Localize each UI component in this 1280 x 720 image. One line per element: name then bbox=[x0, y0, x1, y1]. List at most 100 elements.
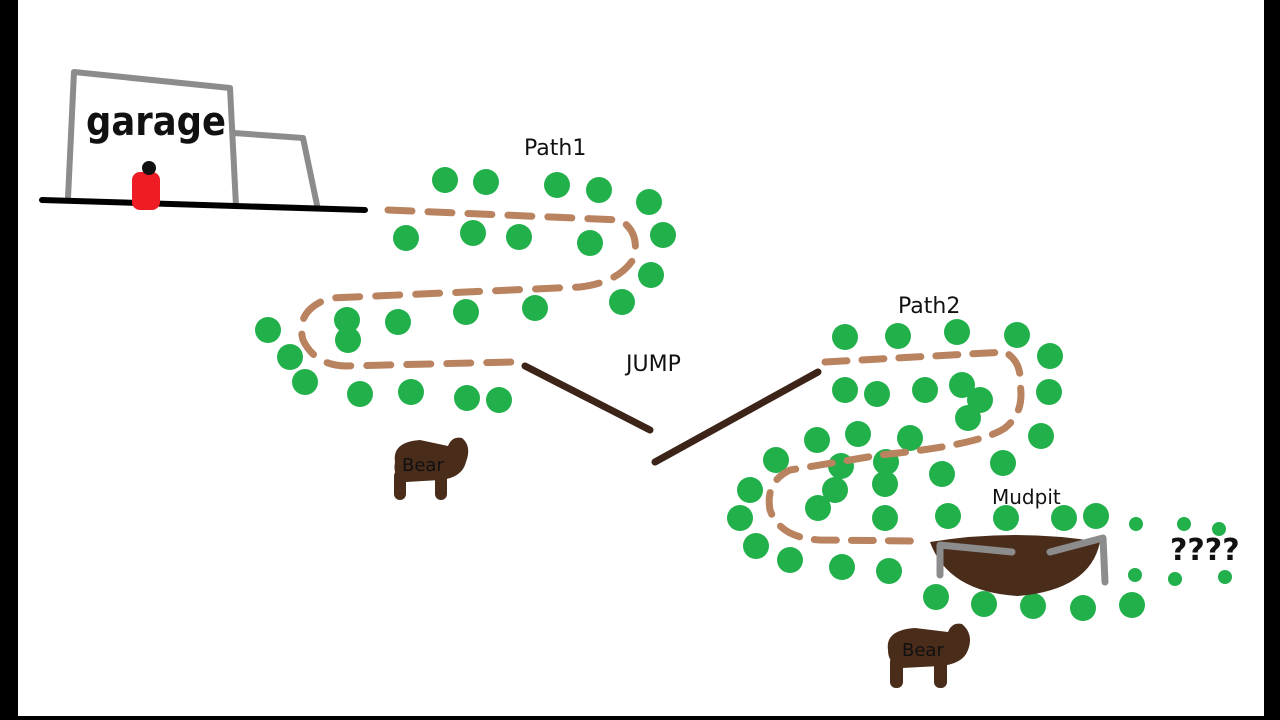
path2-tree-icon bbox=[1083, 503, 1109, 529]
path2-tree-icon bbox=[955, 405, 981, 431]
ground-line bbox=[39, 197, 368, 213]
path2-tree-icon bbox=[949, 372, 975, 398]
path1-tree-icon bbox=[334, 307, 360, 333]
path2-tree-icon bbox=[832, 377, 858, 403]
path2-tree-icon bbox=[737, 477, 763, 503]
path1-tree-icon bbox=[460, 220, 486, 246]
path1-tree-icon bbox=[454, 385, 480, 411]
bear-2-leg-front bbox=[890, 656, 903, 688]
path2-tree-icon bbox=[1128, 568, 1142, 582]
path2-tree-icon bbox=[897, 425, 923, 451]
path2-tree-icon bbox=[993, 505, 1019, 531]
mudpit-rail-right bbox=[1046, 534, 1109, 586]
path1-route bbox=[298, 206, 639, 370]
red-car-icon bbox=[132, 172, 160, 210]
path2-tree-icon bbox=[1004, 322, 1030, 348]
path2-tree-icon bbox=[876, 558, 902, 584]
path2-tree-icon bbox=[872, 471, 898, 497]
path1-tree-icon bbox=[398, 379, 424, 405]
path2-tree-icon bbox=[990, 450, 1016, 476]
path2-tree-icon bbox=[777, 547, 803, 573]
garage-outline bbox=[65, 69, 239, 209]
path1-tree-icon bbox=[473, 169, 499, 195]
path1-tree-icon bbox=[393, 225, 419, 251]
mudpit-label: Mudpit bbox=[992, 485, 1061, 509]
path2-tree-icon bbox=[1212, 522, 1226, 536]
garage-annex-outline bbox=[231, 130, 320, 208]
garage: garage bbox=[39, 69, 368, 213]
unknown-area-label: ???? bbox=[1170, 533, 1240, 568]
path2-tree-icon bbox=[1070, 595, 1096, 621]
path2-tree-icon bbox=[1037, 343, 1063, 369]
path2-label: Path2 bbox=[898, 294, 960, 319]
bear-2: Bear bbox=[887, 623, 970, 688]
path1-tree-icon bbox=[292, 369, 318, 395]
path2-tree-icon bbox=[1119, 592, 1145, 618]
bear-2-body bbox=[887, 623, 970, 668]
path2-tree-icon bbox=[1020, 593, 1046, 619]
jump-ramp-takeoff bbox=[521, 362, 654, 434]
path1-tree-icon bbox=[255, 317, 281, 343]
path2-tree-icon bbox=[822, 477, 848, 503]
path2-tree-icon bbox=[971, 591, 997, 617]
bear-2-label: Bear bbox=[902, 640, 944, 661]
path2-tree-icon bbox=[1051, 505, 1077, 531]
path1-tree-icon bbox=[486, 387, 512, 413]
bear-1-leg-back bbox=[435, 470, 447, 500]
path2-tree-icon bbox=[763, 447, 789, 473]
path1-tree-icon bbox=[609, 289, 635, 315]
path2-tree-icon bbox=[1036, 379, 1062, 405]
path2-tree-icon bbox=[1168, 572, 1182, 586]
path2-tree-icon bbox=[944, 319, 970, 345]
path1-tree-icon bbox=[385, 309, 411, 335]
path2-tree-icon bbox=[935, 503, 961, 529]
path1-label: Path1 bbox=[524, 136, 586, 161]
path2-tree-icon bbox=[912, 377, 938, 403]
path1-tree-icon bbox=[347, 381, 373, 407]
path2-route bbox=[765, 348, 1025, 545]
path1-tree-icon bbox=[432, 167, 458, 193]
garage-label: garage bbox=[86, 99, 226, 145]
path1-tree-icon bbox=[277, 344, 303, 370]
path2-tree-icon bbox=[1129, 517, 1143, 531]
path1-tree-icon bbox=[544, 172, 570, 198]
driver-head-icon bbox=[142, 161, 156, 175]
path2-tree-icon bbox=[1028, 423, 1054, 449]
path1-tree-icon bbox=[506, 224, 532, 250]
path2-tree-icon bbox=[1218, 570, 1232, 584]
path1-trees bbox=[255, 167, 676, 413]
path1-tree-icon bbox=[638, 262, 664, 288]
bear-1-body bbox=[394, 437, 469, 482]
path2-tree-icon bbox=[727, 505, 753, 531]
bear-2-leg-back bbox=[934, 656, 947, 688]
path2-tree-icon bbox=[929, 461, 955, 487]
path1-tree-icon bbox=[636, 189, 662, 215]
path2-tree-icon bbox=[872, 505, 898, 531]
jump-ramp-landing bbox=[651, 368, 822, 466]
path2-tree-icon bbox=[923, 584, 949, 610]
path1-tree-icon bbox=[522, 295, 548, 321]
path2-trees bbox=[727, 319, 1232, 621]
path1-tree-icon bbox=[453, 299, 479, 325]
path2-tree-icon bbox=[829, 554, 855, 580]
path2-tree-icon bbox=[845, 421, 871, 447]
path2-tree-icon bbox=[804, 427, 830, 453]
jump-label: JUMP bbox=[624, 352, 681, 377]
mudpit: Mudpit bbox=[930, 485, 1109, 596]
bear-1-leg-front bbox=[394, 470, 406, 500]
bear-1: Bear bbox=[394, 437, 469, 500]
mudpit-rail-left bbox=[936, 541, 1016, 579]
path1-tree-icon bbox=[650, 222, 676, 248]
path1-tree-icon bbox=[577, 230, 603, 256]
path2-tree-icon bbox=[743, 533, 769, 559]
path2-tree-icon bbox=[864, 381, 890, 407]
path2-tree-icon bbox=[1177, 517, 1191, 531]
path1-tree-icon bbox=[586, 177, 612, 203]
bear-1-label: Bear bbox=[402, 455, 444, 476]
path2-tree-icon bbox=[885, 323, 911, 349]
path2-tree-icon bbox=[832, 324, 858, 350]
path2-tree-icon bbox=[805, 495, 831, 521]
path1-tree-icon bbox=[335, 327, 361, 353]
